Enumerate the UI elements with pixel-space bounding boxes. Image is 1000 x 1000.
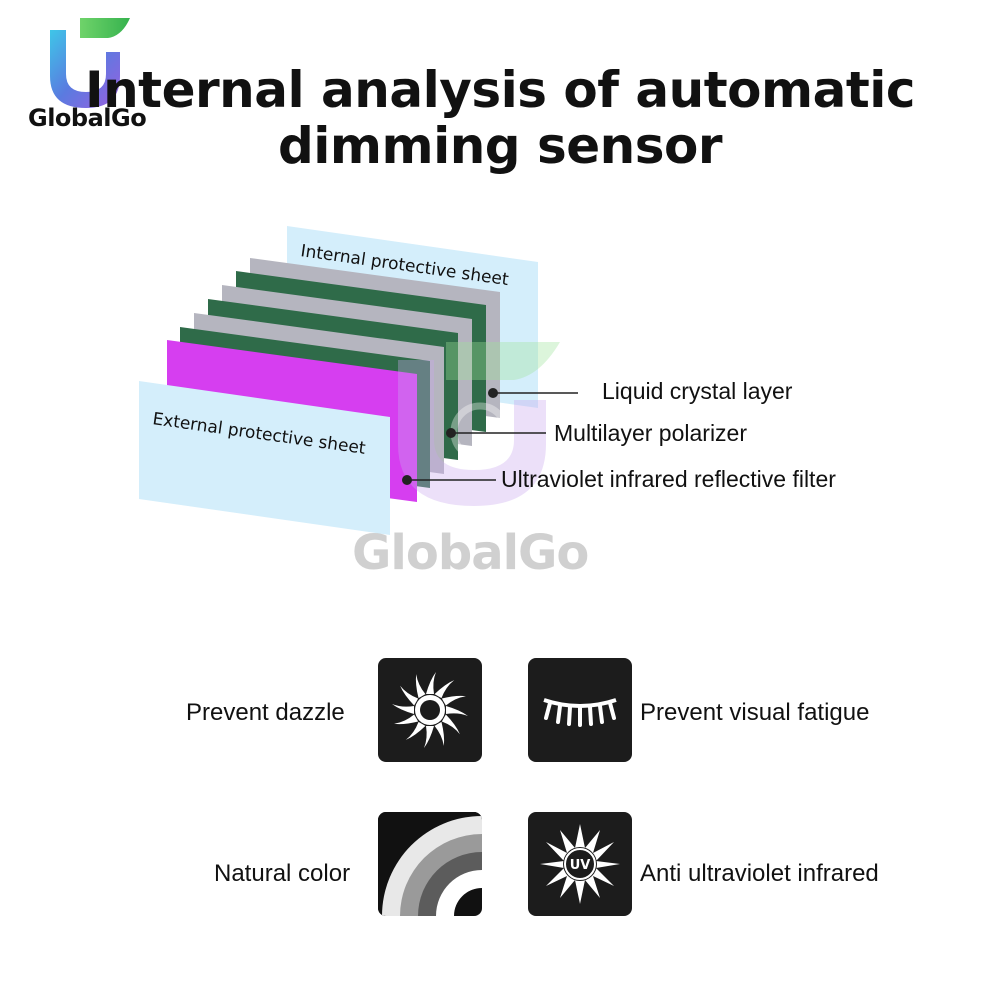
sun-icon — [392, 672, 468, 748]
title-line-2: dimming sensor — [277, 117, 723, 175]
layer-diagram: Internal protective sheet External prote… — [139, 226, 578, 535]
globalgo-logo-icon — [50, 18, 130, 108]
feature-anti-uv-tile: UV — [528, 812, 632, 916]
uv-filter-dot — [402, 475, 412, 485]
feature-visual-fatigue-label: Prevent visual fatigue — [640, 699, 870, 726]
feature-visual-fatigue-tile — [528, 658, 632, 762]
feature-natural-color-label: Natural color — [214, 860, 351, 887]
liquid-crystal-dot — [488, 388, 498, 398]
feature-natural-color-tile — [378, 812, 482, 916]
page-title: Internal analysis of automatic dimming s… — [70, 62, 930, 174]
polarizer-callout: Multilayer polarizer — [554, 420, 748, 446]
uv-burst-icon: UV — [540, 824, 620, 904]
eyelash-icon — [543, 698, 617, 727]
feature-anti-uv-label: Anti ultraviolet infrared — [640, 860, 879, 887]
feature-prevent-dazzle-tile — [378, 658, 482, 762]
watermark-text: GlobalGo — [352, 525, 589, 581]
brand-name: GlobalGo — [28, 104, 147, 132]
polarizer-dot — [446, 428, 456, 438]
title-line-1: Internal analysis of automatic — [84, 61, 916, 119]
feature-prevent-dazzle-label: Prevent dazzle — [186, 699, 345, 726]
brand-logo: GlobalGo — [20, 12, 160, 142]
liquid-crystal-callout: Liquid crystal layer — [602, 378, 793, 404]
external-protective-sheet — [139, 381, 390, 535]
gradient-arcs-icon — [378, 812, 482, 916]
uv-filter-callout: Ultraviolet infrared reflective filter — [501, 466, 836, 492]
svg-text:UV: UV — [570, 858, 591, 873]
